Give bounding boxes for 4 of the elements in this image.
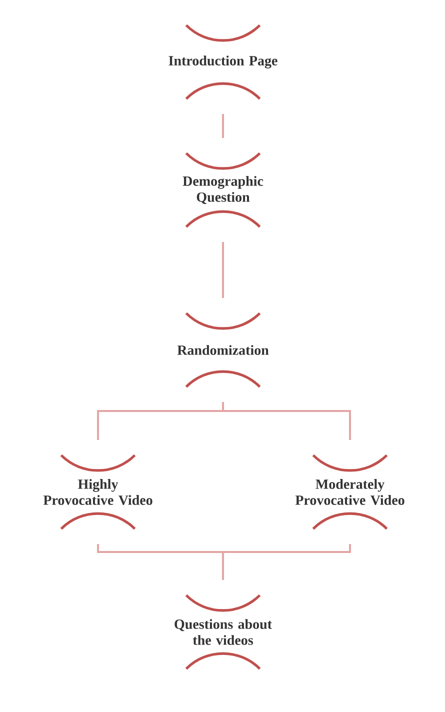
connector-line [222,114,224,138]
connector-line [222,544,351,580]
connector-line [222,242,224,298]
connector-line [222,402,351,440]
